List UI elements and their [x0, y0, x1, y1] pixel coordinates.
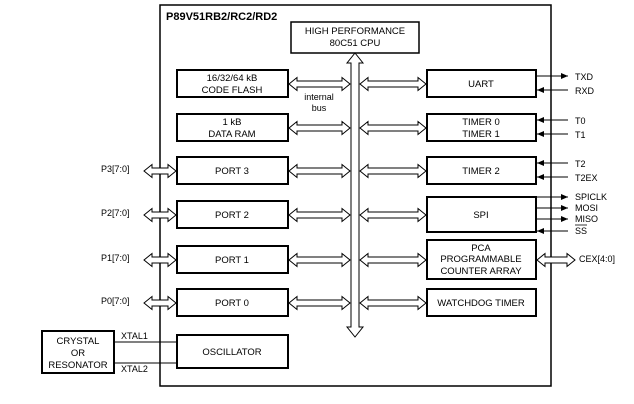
port1-block [176, 245, 289, 274]
code-flash-label-line2: CODE FLASH [202, 85, 263, 96]
pin-t0-label: T0 [575, 116, 586, 126]
data-ram-label-line2: DATA RAM [208, 129, 255, 140]
port1-bus-arrow [288, 252, 351, 268]
spi-block [426, 196, 537, 233]
data-ram-block [176, 113, 289, 142]
port2-block [176, 200, 289, 229]
port2-bus-arrow [288, 207, 351, 223]
cpu-label-line1: HIGH PERFORMANCE [305, 26, 405, 37]
pin-t2-label: T2 [575, 159, 586, 169]
pca-label-line2: PROGRAMMABLE [440, 254, 521, 265]
pin-p0-label: P0[7:0] [101, 296, 130, 306]
code-flash-bus-arrow [288, 76, 351, 92]
pin-p3-label: P3[7:0] [101, 164, 130, 174]
pin-ss-label: SS [575, 226, 587, 236]
crystal-block [41, 330, 115, 374]
port0-block [176, 288, 289, 317]
pin-rxd-label: RXD [575, 86, 595, 96]
p0-pin-arrow [143, 295, 177, 311]
internal-bus-label-line1: internal [304, 92, 334, 102]
code-flash-block [176, 69, 289, 98]
watchdog-block [426, 288, 537, 317]
watchdog-label: WATCHDOG TIMER [437, 298, 525, 309]
internal-bus-arrow [345, 52, 365, 338]
uart-block [426, 69, 537, 98]
pca-label-line3: COUNTER ARRAY [440, 266, 522, 277]
pin-xtal2-label: XTAL2 [121, 364, 148, 374]
watchdog-bus-arrow [359, 295, 427, 311]
oscillator-label: OSCILLATOR [202, 347, 261, 358]
oscillator-block [176, 334, 289, 369]
spi-label: SPI [473, 210, 488, 221]
uart-bus-arrow [359, 76, 427, 92]
pin-miso-label: MISO [575, 214, 598, 224]
timer01-bus-arrow [359, 120, 427, 136]
data-ram-label-line1: 1 kB [222, 117, 241, 128]
code-flash-label-line1: 16/32/64 kB [207, 73, 258, 84]
pin-xtal1-label: XTAL1 [121, 331, 148, 341]
port-pin-arrows [143, 163, 576, 311]
pin-t2ex-label: T2EX [575, 173, 598, 183]
crystal-label-line1: CRYSTAL [57, 336, 100, 347]
port3-block [176, 156, 289, 185]
port3-bus-arrow [288, 163, 351, 179]
p3-pin-arrow [143, 163, 177, 179]
port0-bus-arrow [288, 295, 351, 311]
timer01-label-line2: TIMER 1 [462, 129, 499, 140]
port2-label: PORT 2 [215, 210, 249, 221]
pin-cex-label: CEX[4:0] [579, 254, 615, 264]
timer01-label-line1: TIMER 0 [462, 117, 499, 128]
cpu-label-line2: 80C51 CPU [330, 38, 381, 49]
chip-outline [159, 4, 552, 387]
port3-label: PORT 3 [215, 166, 249, 177]
pin-p1-label: P1[7:0] [101, 253, 130, 263]
timer01-block [426, 113, 537, 142]
timer2-bus-arrow [359, 163, 427, 179]
timer2-block [426, 156, 537, 185]
pin-p2-label: P2[7:0] [101, 208, 130, 218]
p2-pin-arrow [143, 207, 177, 223]
cex-pin-arrow [536, 252, 576, 268]
pin-mosi-label: MOSI [575, 203, 598, 213]
crystal-label-line2: OR [71, 348, 85, 359]
port1-label: PORT 1 [215, 255, 249, 266]
chip-title: P89V51RB2/RC2/RD2 [166, 11, 277, 23]
p1-pin-arrow [143, 252, 177, 268]
pca-block [426, 239, 537, 280]
bus-connection-arrows [288, 76, 427, 311]
uart-label: UART [468, 79, 494, 90]
port0-label: PORT 0 [215, 298, 249, 309]
timer2-label: TIMER 2 [462, 166, 499, 177]
data-ram-bus-arrow [288, 120, 351, 136]
pin-spiclk-label: SPICLK [575, 192, 607, 202]
pca-label-line1: PCA [471, 243, 491, 254]
pca-bus-arrow [359, 252, 427, 268]
spi-bus-arrow [359, 207, 427, 223]
crystal-label-line3: RESONATOR [48, 360, 107, 371]
pin-t1-label: T1 [575, 130, 586, 140]
pin-txd-label: TXD [575, 72, 594, 82]
internal-bus-label-line2: bus [312, 103, 327, 113]
